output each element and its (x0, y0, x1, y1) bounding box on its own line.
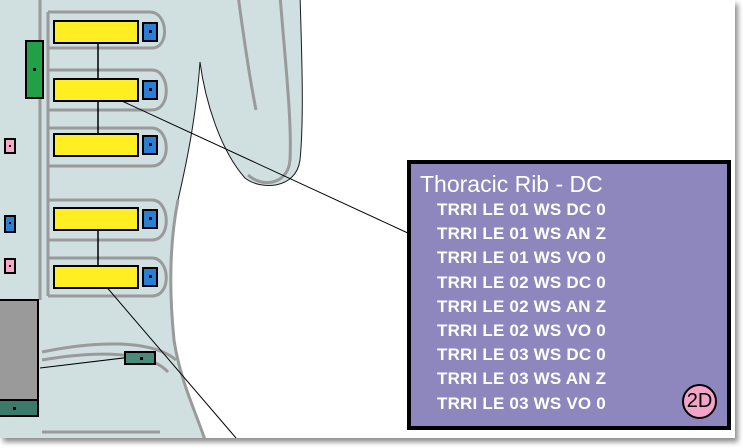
connector-rib-1[interactable] (142, 22, 158, 42)
channel-item: TRRI LE 02 WS DC 0 (437, 272, 606, 292)
rib-track-2 (48, 68, 168, 112)
lower-arc (41, 342, 177, 434)
channel-item: TRRI LE 01 WS AN Z (437, 224, 607, 244)
sensor-rib-2[interactable] (53, 78, 139, 102)
sensor-tag-teal[interactable] (124, 351, 156, 365)
leader-line-teal (39, 355, 141, 369)
channel-item: TRRI LE 03 WS AN Z (437, 369, 607, 389)
torso-edge (177, 0, 303, 201)
sensor-tag-green[interactable] (25, 40, 44, 99)
sensor-rib-3[interactable] (53, 133, 139, 157)
connector-rib-2[interactable] (142, 80, 158, 100)
channel-item: TRRI LE 01 WS DC 0 (437, 200, 606, 219)
sensor-tag-pink-1[interactable] (4, 138, 16, 154)
panel-title: Thoracic Rib - DC (420, 171, 603, 197)
sensor-tag-blue-side[interactable] (4, 215, 16, 233)
leader-line-panel (97, 89, 411, 235)
channel-info-panel: Thoracic Rib - DC TRRI LE 01 WS DC 0 TRR… (407, 160, 731, 430)
sensor-rib-4[interactable] (53, 207, 139, 231)
leader-line-lower (97, 276, 237, 438)
channel-item: TRRI LE 03 WS VO 0 (437, 393, 606, 413)
rib-track-3 (48, 126, 168, 168)
channel-item: TRRI LE 02 WS AN Z (437, 296, 607, 316)
torso-outline (169, 0, 292, 438)
rib-track-4 (48, 198, 168, 242)
channel-item: TRRI LE 01 WS VO 0 (437, 248, 606, 268)
sensor-tag-teal-bar[interactable] (0, 399, 39, 417)
sensor-tag-pink-2[interactable] (4, 258, 16, 274)
mode-badge-2d[interactable]: 2D (682, 384, 717, 419)
rib-track-1 (48, 10, 166, 50)
connector-rib-3[interactable] (142, 135, 158, 155)
connector-rib-4[interactable] (142, 209, 158, 229)
sensor-rib-1[interactable] (53, 20, 139, 44)
rib-track-5 (48, 256, 168, 298)
channel-item: TRRI LE 02 WS VO 0 (437, 321, 606, 341)
gray-block[interactable] (0, 299, 39, 401)
connector-rib-5[interactable] (142, 267, 158, 287)
diagram-viewport: Thoracic Rib - DC TRRI LE 01 WS DC 0 TRR… (0, 0, 731, 438)
channel-item: TRRI LE 03 WS DC 0 (437, 345, 606, 365)
sensor-rib-5[interactable] (53, 265, 139, 289)
channel-list: TRRI LE 01 WS DC 0 TRRI LE 01 WS AN Z TR… (437, 198, 606, 416)
